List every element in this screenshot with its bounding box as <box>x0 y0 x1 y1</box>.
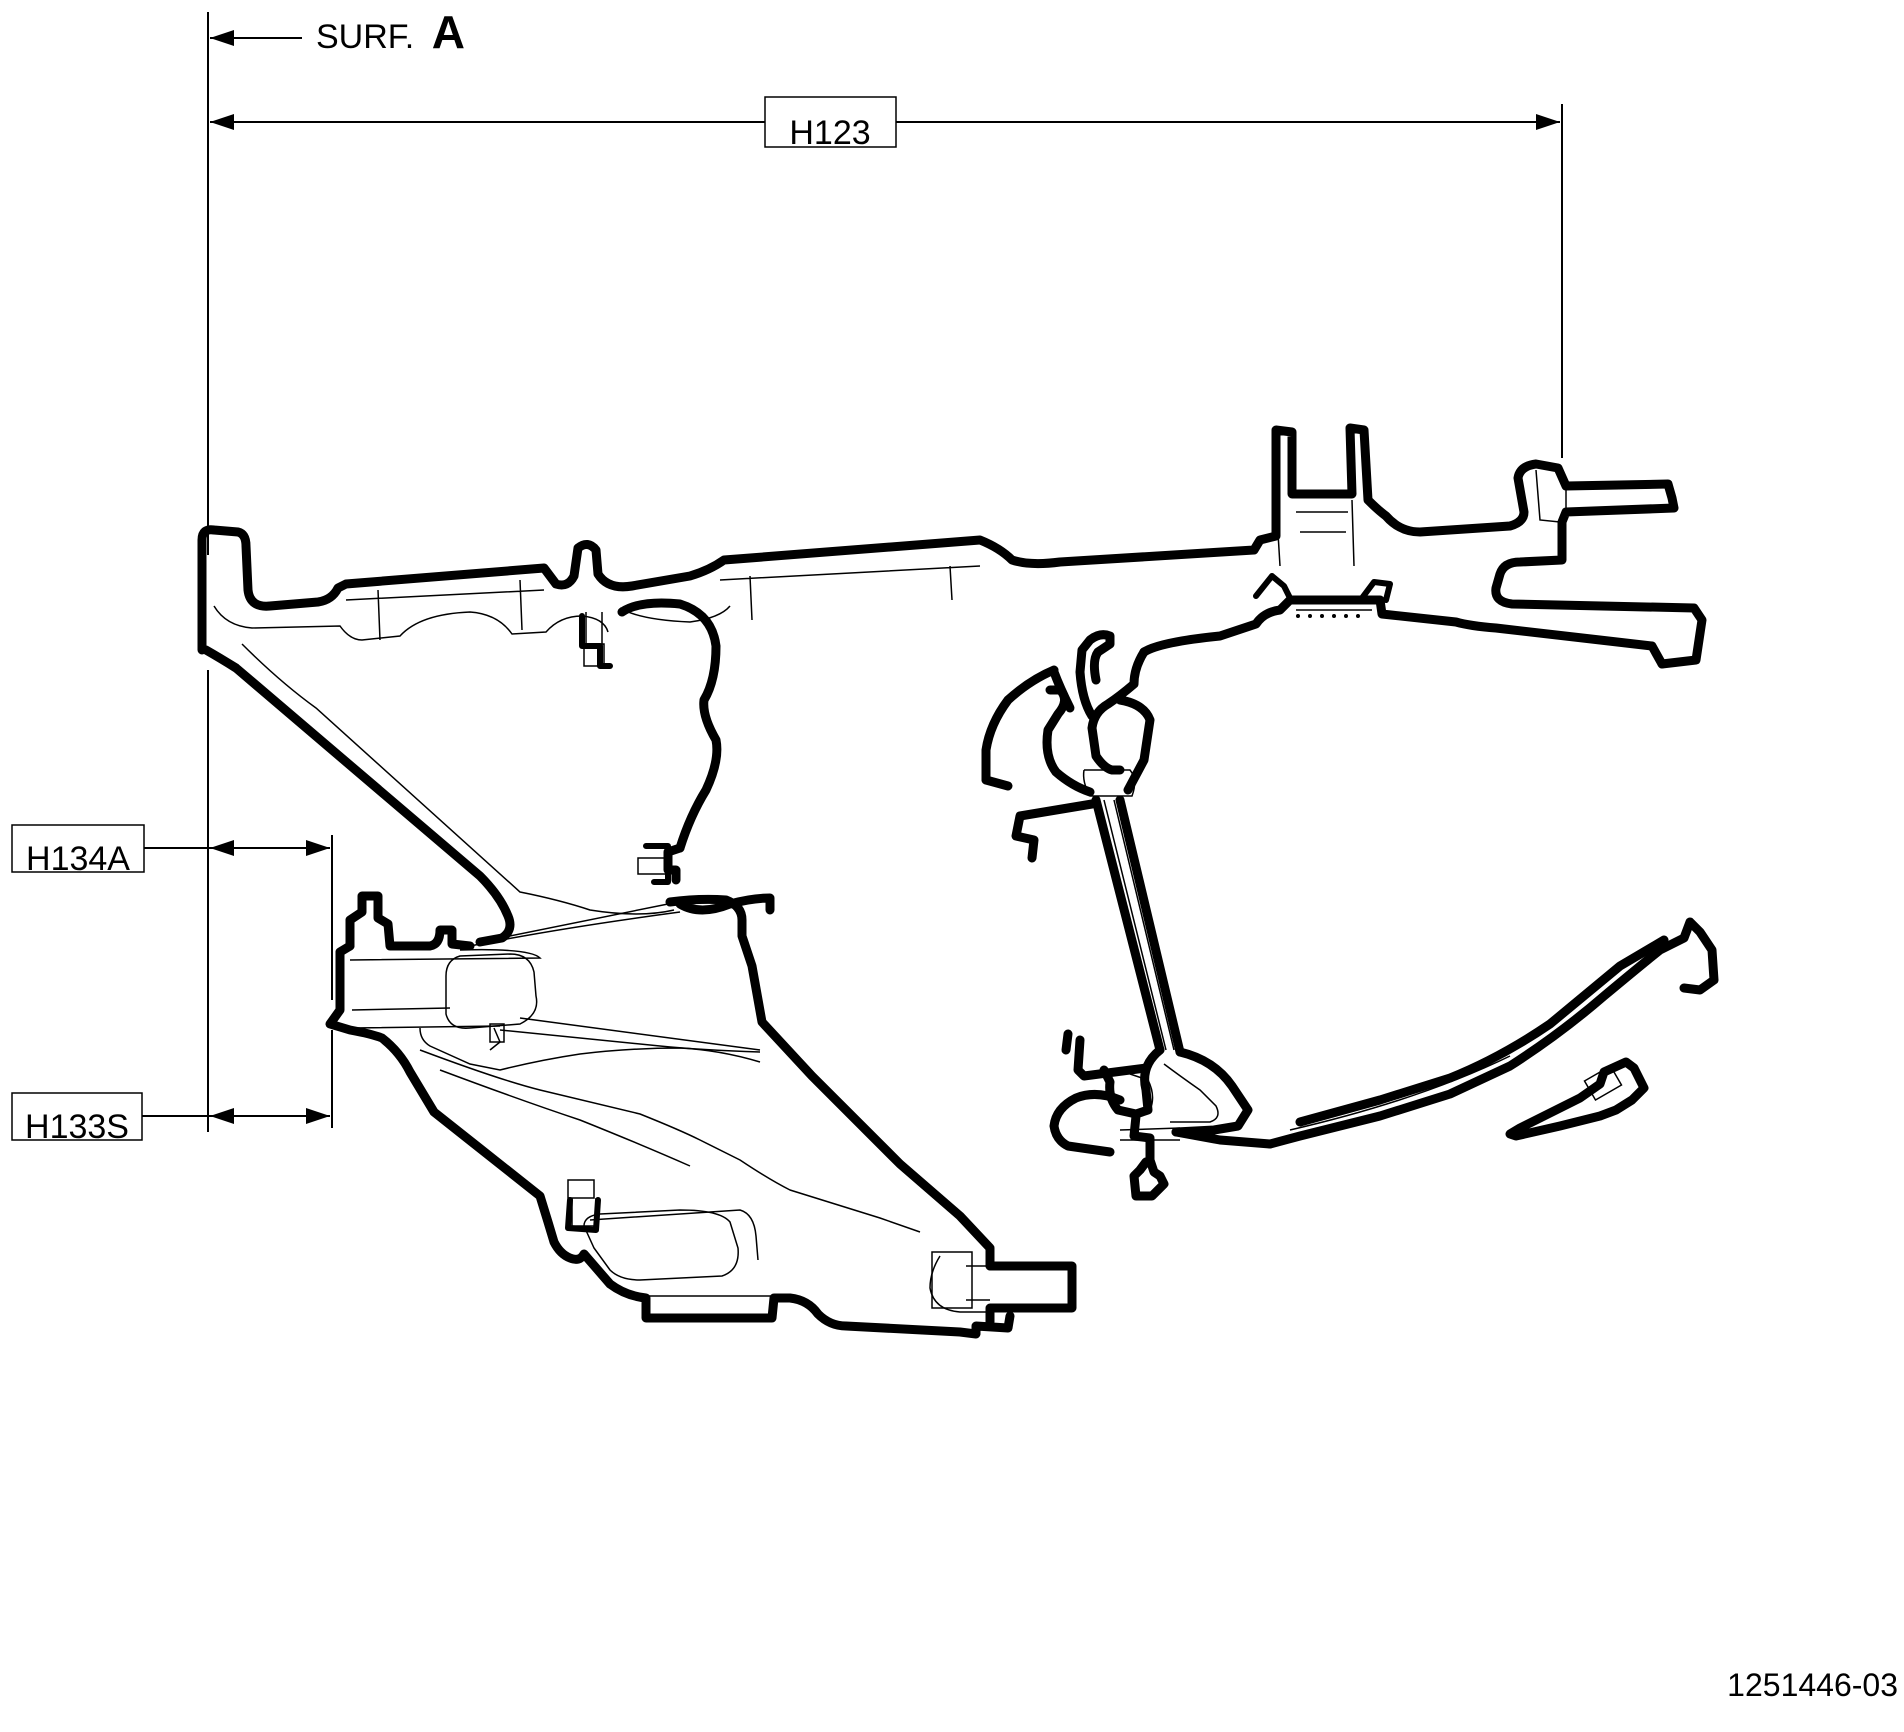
surface-a-leader: SURF. A <box>210 6 465 58</box>
center-connector <box>617 598 775 915</box>
dimension-label-h123: H123 <box>789 114 870 152</box>
surface-label-letter: A <box>432 6 465 58</box>
dimension-h133s: H133S <box>11 1030 333 1146</box>
dimension-h134a: H134A <box>11 824 333 1000</box>
svg-text:SURF. A: SURF. A <box>316 6 465 58</box>
figure-number: 1251446-03 <box>1727 1667 1898 1703</box>
left-upper-structure <box>197 423 1707 669</box>
right-outer-arc <box>1265 917 1719 1149</box>
right-strut-assembly <box>981 630 1275 1201</box>
surface-label-prefix: SURF. <box>316 18 414 56</box>
dimension-label-h133s: H133S <box>25 1108 129 1146</box>
dimension-label-h134a: H134A <box>26 840 130 878</box>
dimension-h123: H123 <box>210 96 1563 458</box>
dotted-row <box>1296 614 1360 618</box>
upper-right-cap <box>1253 469 1567 618</box>
left-lower-structure <box>201 643 1077 1339</box>
